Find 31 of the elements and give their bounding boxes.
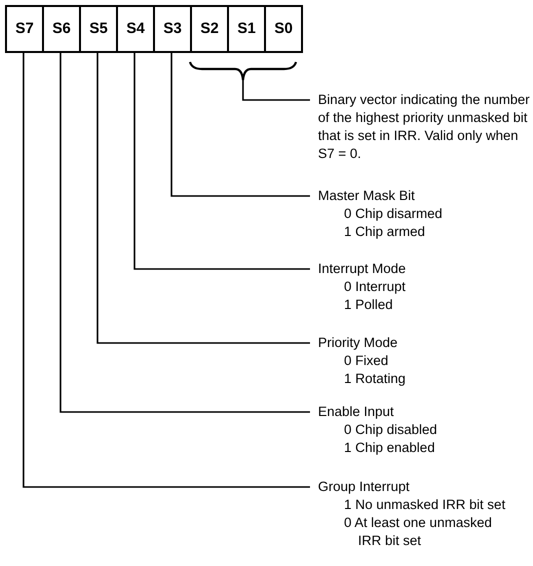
register-bit-cell: S0 xyxy=(264,5,303,53)
register-bit-cell: S3 xyxy=(153,5,192,53)
field-value-option: 1 Rotating xyxy=(318,370,518,388)
register-bit-cell: S7 xyxy=(5,5,44,53)
field-title: Group Interrupt xyxy=(318,478,411,496)
leader-line xyxy=(60,53,310,413)
field-value-option: 0 Interrupt xyxy=(318,278,518,296)
register-bit-cell: S6 xyxy=(42,5,81,53)
leader-line xyxy=(134,53,310,270)
field-title: Enable Input xyxy=(318,403,395,421)
field-value-option: 0 Chip disabled xyxy=(318,421,518,439)
field-title: Interrupt Mode xyxy=(318,260,407,278)
leader-line xyxy=(170,53,310,197)
field-description: Binary vector indicating the number of the highest priority unmasked bit that is set in IRR. Valid only when S7 = 0. xyxy=(318,91,530,163)
leader-line xyxy=(22,53,310,488)
register-bit-cell: S2 xyxy=(190,5,229,53)
field-value-option: 0 At least one unmasked IRR bit set xyxy=(318,514,518,550)
field-title: Priority Mode xyxy=(318,334,399,352)
register-bit-cell: S5 xyxy=(79,5,118,53)
curly-brace xyxy=(188,62,298,82)
leader-line xyxy=(96,53,310,344)
field-value-option: 1 Chip armed xyxy=(318,223,518,241)
leader-line xyxy=(242,80,310,101)
field-value-option: 0 Chip disarmed xyxy=(318,205,518,223)
field-title: Master Mask Bit xyxy=(318,187,416,205)
register-bit-cell: S1 xyxy=(227,5,266,53)
field-value-option: 1 Polled xyxy=(318,296,518,314)
field-value-option: 1 Chip enabled xyxy=(318,439,518,457)
register-bit-cell: S4 xyxy=(116,5,155,53)
field-value-option: 1 No unmasked IRR bit set xyxy=(318,496,518,514)
field-value-option: 0 Fixed xyxy=(318,352,518,370)
